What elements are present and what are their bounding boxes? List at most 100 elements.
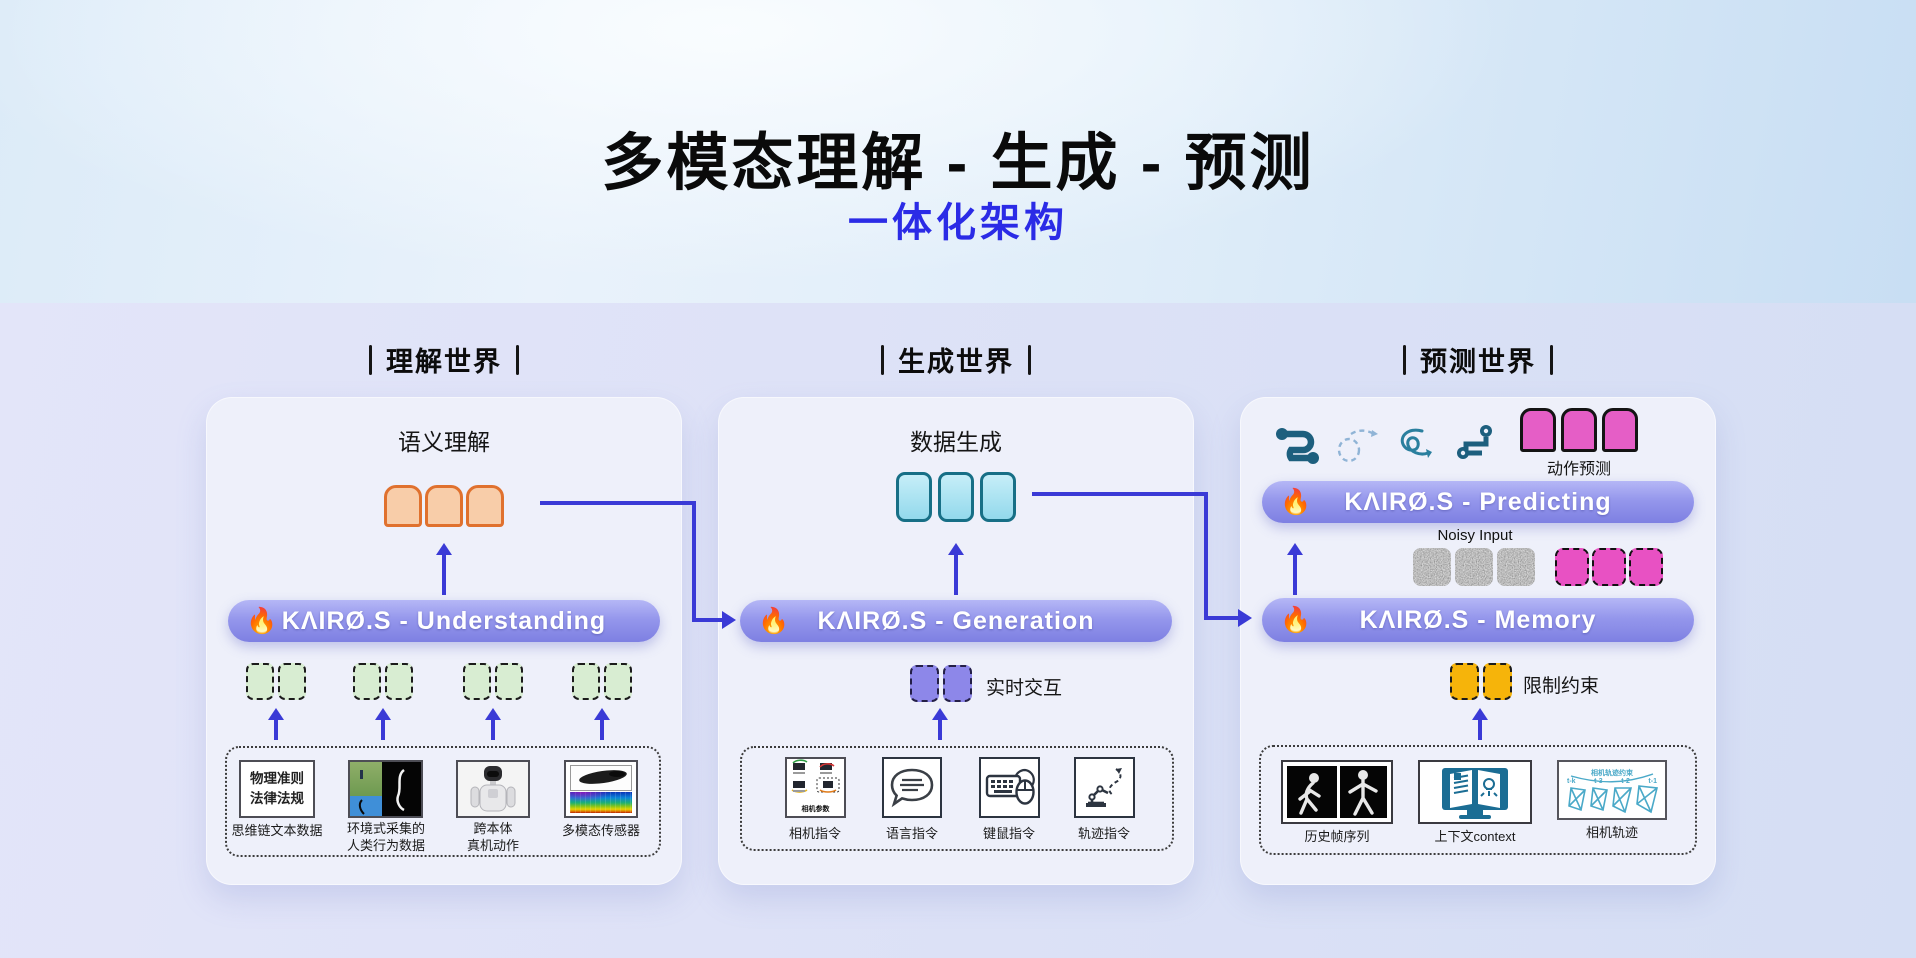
route-icon — [1276, 428, 1319, 464]
magenta-token — [1602, 408, 1638, 452]
header-background — [0, 0, 1916, 303]
divider-bar — [1028, 344, 1031, 375]
panel-predict: 动作预测 🔥 KΛIRØ.S - Predicting Noisy Input … — [1240, 397, 1716, 885]
noisy-token-row — [1413, 548, 1535, 586]
purple-token — [943, 665, 972, 702]
kairos-predicting-bar: 🔥 KΛIRØ.S - Predicting — [1262, 481, 1694, 523]
source-caption: 思维链文本数据 — [231, 823, 323, 838]
pose-silhouette-icon — [1348, 770, 1378, 816]
constraint-label: 限制约束 — [1523, 676, 1600, 697]
frame-label: t-1 — [1648, 778, 1657, 785]
fire-icon: 🔥 — [758, 606, 791, 635]
source-caption: 多模态传感器 — [561, 823, 641, 838]
fire-icon: 🔥 — [1280, 605, 1313, 634]
green-token — [495, 663, 523, 700]
orange-token — [466, 485, 504, 527]
input-token-group — [463, 663, 523, 700]
robot-icon — [470, 766, 516, 812]
dashed-loop-icon — [1337, 429, 1378, 463]
keyboard-mouse-command-card — [979, 757, 1040, 818]
command-caption: 键鼠指令 — [982, 826, 1036, 841]
magenta-dashed-token — [1555, 548, 1589, 586]
history-frames-image — [1281, 760, 1393, 824]
up-arrow-icon — [436, 543, 452, 595]
kairos-memory-bar: 🔥 KΛIRØ.S - Memory — [1262, 598, 1694, 642]
input-token-group — [246, 663, 306, 700]
divider-bar — [1403, 344, 1406, 375]
noise-token — [1497, 548, 1535, 586]
green-token — [572, 663, 600, 700]
green-token — [385, 663, 413, 700]
memory-caption: 上下文context — [1434, 829, 1516, 844]
pose-silhouette-icon — [1298, 773, 1321, 815]
data-sources-container — [225, 746, 661, 857]
semantic-understanding-label: 语义理解 — [398, 429, 490, 455]
up-arrow-icon — [1472, 708, 1488, 740]
memory-caption: 历史帧序列 — [1304, 829, 1370, 844]
cyan-token — [896, 472, 932, 522]
camera-trajectory-constraint-label: 相机轨迹约束 — [1591, 770, 1633, 777]
yellow-token — [1483, 663, 1512, 700]
noisy-input-label: Noisy Input — [1437, 527, 1513, 544]
divider-bar — [1550, 344, 1553, 375]
up-arrow-icon — [948, 543, 964, 595]
cyan-token — [980, 472, 1016, 522]
trajectory-command-card — [1074, 757, 1135, 818]
fire-icon: 🔥 — [1280, 487, 1313, 516]
constraint-token-group — [1450, 663, 1512, 700]
language-command-card — [882, 757, 942, 818]
magenta-token — [1520, 408, 1556, 452]
panel-header-label: 生成世界 — [898, 347, 1014, 377]
trajectory-icon-row — [1274, 423, 1496, 467]
green-token — [353, 663, 381, 700]
monitor-book-icon — [1442, 768, 1508, 819]
page-title: 多模态理解 - 生成 - 预测 — [601, 129, 1315, 198]
pose-squiggle-icon — [358, 798, 365, 815]
input-token-group — [572, 663, 632, 700]
command-caption: 相机指令 — [788, 826, 842, 841]
kairos-predicting-label: KΛIRØ.S - Predicting — [1344, 487, 1612, 516]
magenta-dashed-token — [1629, 548, 1663, 586]
command-caption: 轨迹指令 — [1077, 826, 1131, 841]
realtime-interaction-label: 实时交互 — [986, 678, 1063, 699]
green-token — [246, 663, 274, 700]
orange-token — [384, 485, 422, 527]
camera-params-label: 相机参数 — [801, 806, 830, 813]
panel-header-label: 理解世界 — [386, 347, 502, 377]
kairos-generation-label: KΛIRØ.S - Generation — [817, 606, 1095, 635]
context-image — [1418, 760, 1532, 824]
camera-frustum-icon — [1568, 773, 1658, 814]
frame-label: t-k — [1567, 778, 1576, 785]
physics-rules-card: 物理准则 法律法规 — [239, 760, 315, 818]
fire-icon: 🔥 — [246, 606, 279, 635]
panel-header-predict: 预测世界 — [1403, 340, 1553, 379]
divider-bar — [516, 344, 519, 375]
source-caption: 跨本体 真机动作 — [466, 821, 520, 853]
up-arrow-icon — [932, 708, 948, 740]
kairos-understanding-bar: 🔥 KΛIRØ.S - Understanding — [228, 600, 660, 642]
camera-params-icon — [791, 759, 840, 793]
magenta-token — [1561, 408, 1597, 452]
green-token — [463, 663, 491, 700]
command-caption: 语言指令 — [885, 826, 939, 841]
memory-caption: 相机轨迹 — [1585, 825, 1639, 840]
kairos-understanding-label: KΛIRØ.S - Understanding — [281, 606, 607, 635]
interaction-token-group — [910, 665, 972, 702]
generated-token-row — [896, 472, 1016, 522]
waypoint-route-icon — [1457, 425, 1492, 459]
magenta-dashed-token — [1592, 548, 1626, 586]
arrow-right-icon — [1238, 609, 1252, 627]
orange-token — [425, 485, 463, 527]
kairos-generation-bar: 🔥 KΛIRØ.S - Generation — [740, 600, 1172, 642]
source-caption: 环境式采集的 人类行为数据 — [346, 821, 426, 853]
cyan-token — [938, 472, 974, 522]
page-subtitle: 一体化架构 — [848, 201, 1068, 245]
camera-trajectory-image: 相机轨迹约束 t-k t-3 t-2 t-1 — [1557, 760, 1667, 820]
speech-bubble-icon — [890, 768, 934, 808]
panel-understand: 语义理解 🔥 KΛIRØ.S - Understanding — [206, 397, 682, 885]
multimodal-sensor-image — [564, 760, 638, 818]
divider-bar — [369, 344, 372, 375]
memory-sources-container — [1259, 745, 1697, 855]
up-arrow-icon — [485, 708, 501, 740]
